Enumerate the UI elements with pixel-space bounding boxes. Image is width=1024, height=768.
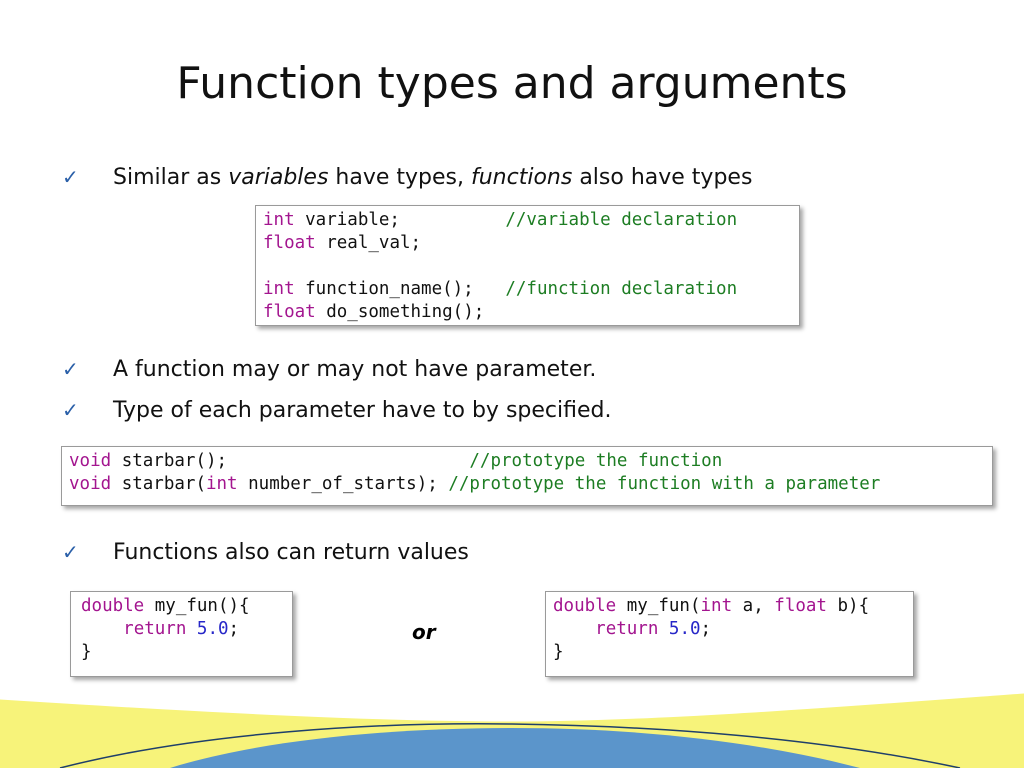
check-icon: ✓ — [62, 398, 79, 422]
bullet-parameter: ✓ A function may or may not have paramet… — [62, 354, 596, 384]
code-block-return-with-params: double my_fun(int a, float b){ return 5.… — [545, 591, 914, 677]
bullet-text: Similar as variables have types, functio… — [113, 164, 753, 190]
wave-blue-edge — [59, 723, 961, 768]
code-block-return-no-params: double my_fun(){ return 5.0; } — [70, 591, 293, 677]
bottom-wave-decoration — [0, 690, 1024, 768]
bullet-text: Type of each parameter have to by specif… — [113, 397, 612, 423]
slide-title: Function types and arguments — [176, 58, 848, 109]
check-icon: ✓ — [62, 540, 79, 564]
bullet-types: ✓ Similar as variables have types, funct… — [62, 162, 752, 192]
bullet-text: A function may or may not have parameter… — [113, 356, 597, 382]
check-icon: ✓ — [62, 357, 79, 381]
code-block-prototypes: void starbar(); //prototype the function… — [61, 446, 993, 506]
bullet-return: ✓ Functions also can return values — [62, 537, 469, 567]
bullet-text: Functions also can return values — [113, 539, 469, 565]
check-icon: ✓ — [62, 165, 79, 189]
or-label: or — [412, 620, 436, 644]
bullet-parameter-type: ✓ Type of each parameter have to by spec… — [62, 395, 611, 425]
code-block-declarations: int variable; //variable declaration flo… — [255, 205, 800, 326]
wave-white-line — [0, 690, 1024, 722]
wave-blue — [170, 728, 860, 768]
